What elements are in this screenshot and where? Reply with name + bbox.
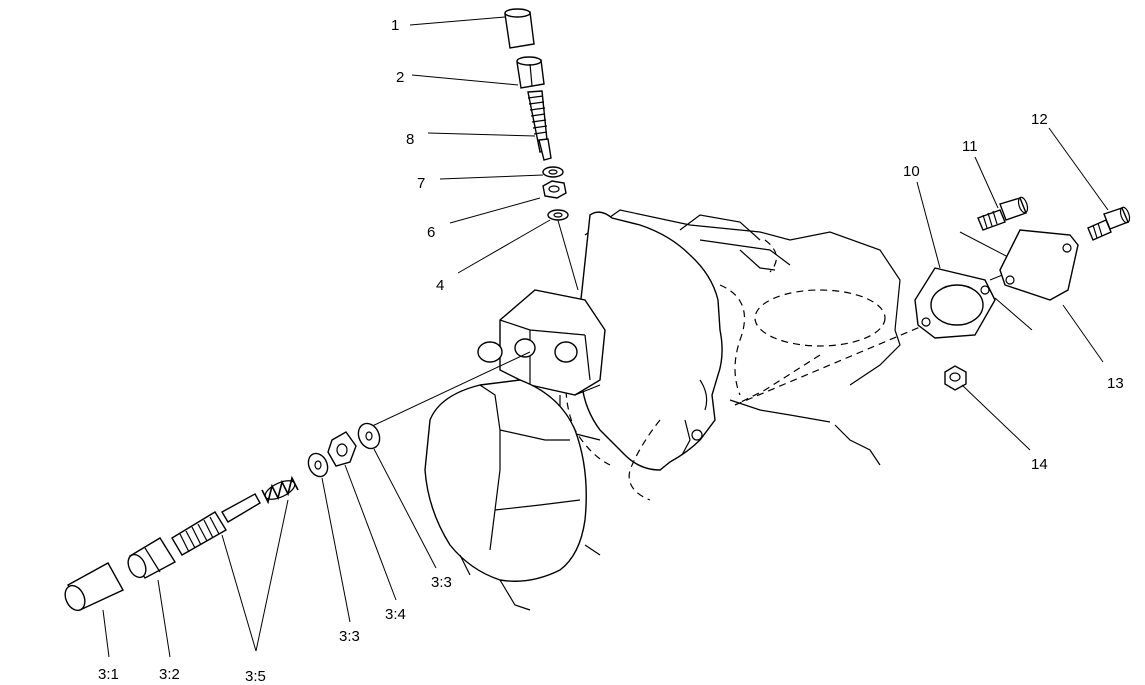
- part-spindle-3-5: [171, 475, 299, 556]
- part-cap-3-1: [64, 562, 124, 612]
- callout-3-1: 3:1: [98, 666, 119, 683]
- part-washer-3-3b: [357, 422, 381, 450]
- leader-lines: [102, 16, 1109, 658]
- part-washer-3-3a: [307, 452, 329, 478]
- callout-12: 12: [1031, 111, 1048, 128]
- callout-labels: 1 2 8 7 6 4 10 11 12 13 14 3:1 3:2 3:5 3…: [98, 17, 1124, 685]
- part-nut-3-4: [327, 431, 357, 467]
- top-valve-assembly: [504, 8, 569, 221]
- part-cap-1: [504, 8, 535, 49]
- part-washer-7: [542, 166, 564, 178]
- part-nut-2: [516, 56, 545, 89]
- callout-1: 1: [391, 17, 399, 34]
- part-bolt-11: [977, 196, 1029, 231]
- callout-3-4: 3:4: [385, 606, 406, 623]
- callout-10: 10: [903, 163, 920, 180]
- right-parts: [914, 196, 1131, 391]
- callout-7: 7: [417, 175, 425, 192]
- part-washer-4: [547, 209, 569, 221]
- callout-3-5: 3:5: [245, 668, 266, 685]
- part-gasket-10: [914, 267, 996, 339]
- callout-11: 11: [962, 138, 978, 155]
- callout-8: 8: [406, 131, 414, 148]
- callout-3-2: 3:2: [159, 666, 180, 683]
- callout-4: 4: [436, 277, 444, 294]
- callout-3-3b: 3:3: [431, 574, 452, 591]
- callout-14: 14: [1031, 456, 1048, 473]
- callout-2: 2: [396, 69, 404, 86]
- part-bolt-12: [1087, 206, 1131, 241]
- part-nut-3-2: [127, 537, 176, 579]
- part-nut-14: [944, 365, 967, 391]
- part-cover-13: [999, 229, 1079, 301]
- part-nut-6: [542, 180, 567, 199]
- callout-6: 6: [427, 224, 435, 241]
- part-stem-8: [527, 90, 552, 161]
- left-valve-assembly: [64, 422, 381, 612]
- callout-3-3a: 3:3: [339, 628, 360, 645]
- callout-13: 13: [1107, 375, 1124, 392]
- pump-housing: [424, 209, 901, 611]
